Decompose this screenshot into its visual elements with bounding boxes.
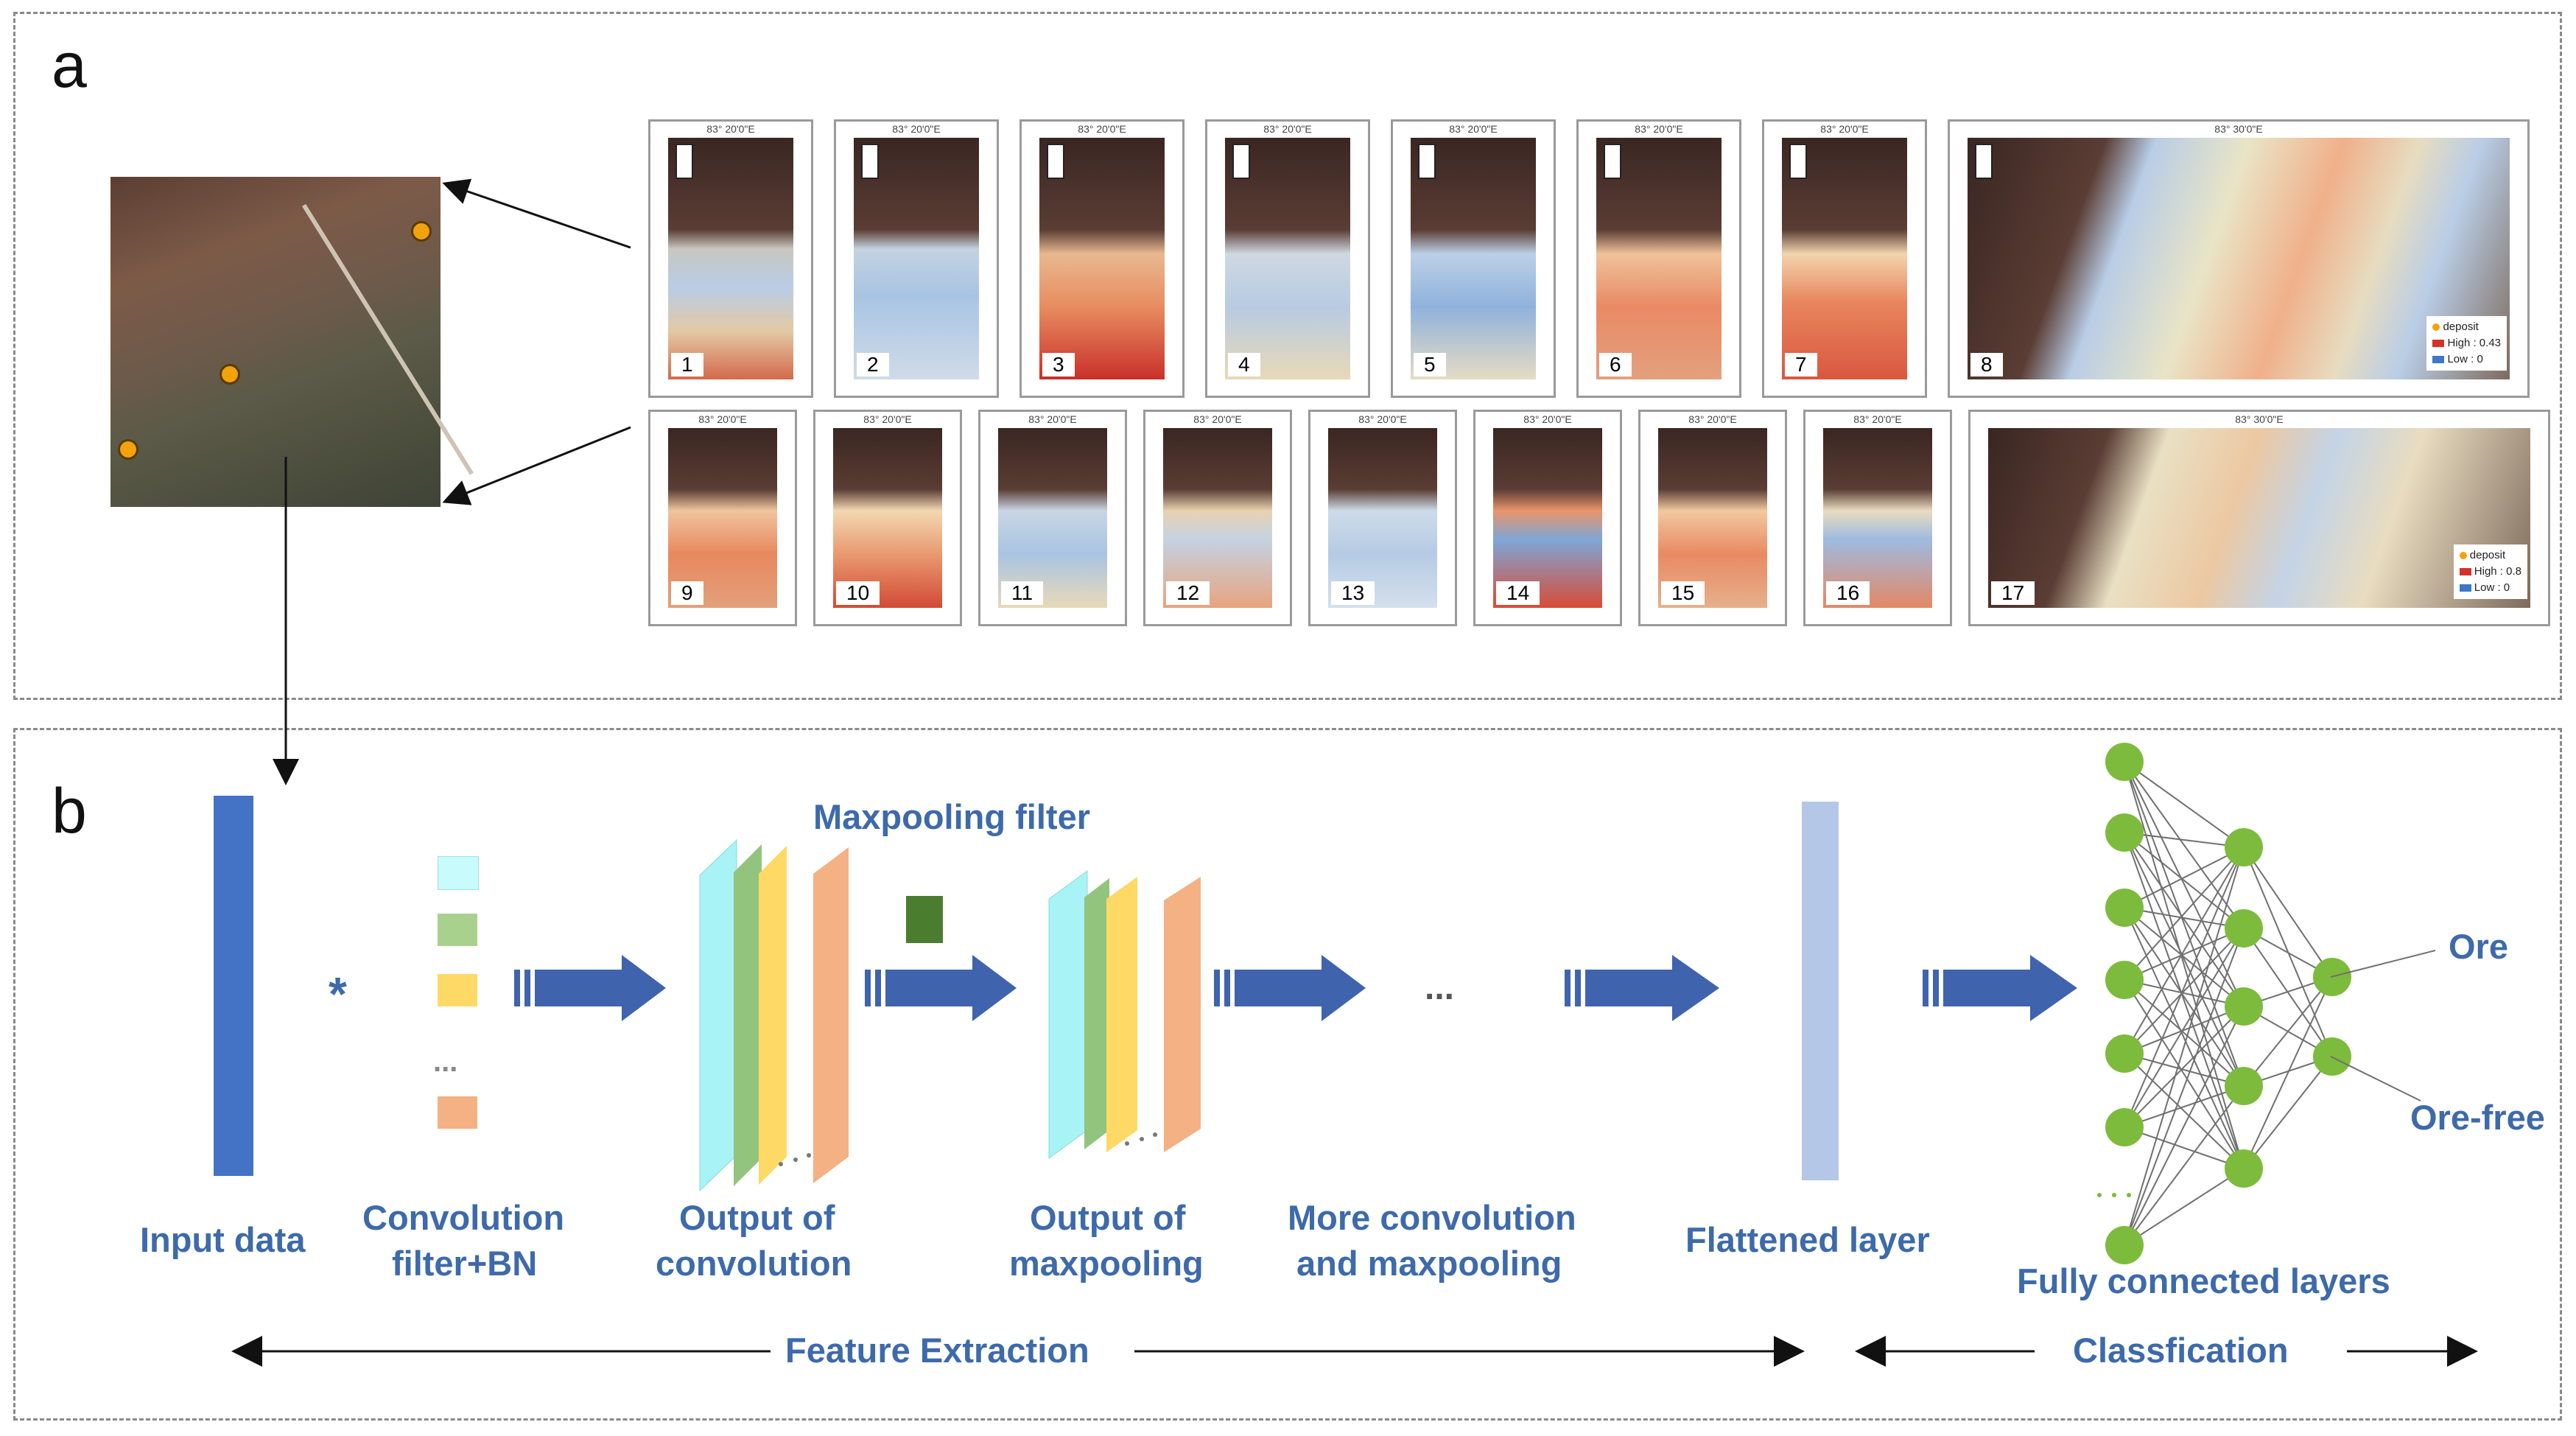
north-arrow-icon — [1232, 144, 1250, 179]
map-14: 83° 20'0"E 14 — [1473, 410, 1622, 626]
conv-layer-cyan — [699, 838, 737, 1192]
maxpooling-filter-label: Maxpooling filter — [813, 797, 1090, 836]
output-conv-label-1: Output of — [679, 1198, 835, 1237]
map-image — [1163, 428, 1272, 608]
map-9: 83° 20'0"E 9 — [648, 410, 797, 626]
map-3: 83° 20'0"E 3 — [1019, 119, 1185, 398]
fc-neuron-node — [2225, 987, 2263, 1026]
output-pool-label-2: maxpooling — [1009, 1244, 1204, 1283]
fully-connected-label: Fully connected layers — [2017, 1261, 2390, 1300]
pool-layer-yellow — [1106, 877, 1137, 1152]
filter-square-cyan — [438, 856, 479, 890]
fc-neuron-node — [2105, 1226, 2144, 1264]
fc-neuron-node — [2105, 961, 2144, 999]
north-arrow-icon — [675, 144, 693, 179]
map-1: 83° 20'0"E 1 — [648, 119, 813, 398]
pool-layer-cyan — [1048, 870, 1088, 1159]
map-image — [1968, 138, 2510, 379]
filter-ellipsis: ... — [433, 1046, 458, 1078]
map-legend: deposit High : 0.43 Low : 0 — [2426, 316, 2507, 371]
feature-extraction-label: Feature Extraction — [785, 1331, 1089, 1370]
fc-neuron-node — [2225, 1067, 2263, 1105]
map-image — [1658, 428, 1767, 608]
fc-neuron-node — [2105, 1108, 2144, 1146]
conv-layer-green — [734, 844, 762, 1186]
flattened-layer-label: Flattened layer — [1685, 1220, 1930, 1259]
flattened-layer-bar — [1802, 802, 1839, 1180]
maxpooling-filter-square — [906, 896, 943, 943]
filter-square-green — [438, 914, 477, 946]
panel-b-letter: b — [52, 776, 87, 847]
north-arrow-icon — [1047, 144, 1064, 179]
map-4: 83° 20'0"E 4 — [1205, 119, 1370, 398]
deposit-marker — [220, 364, 240, 385]
conv-filter-label-1: Convolution — [362, 1198, 565, 1237]
map-7: 83° 20'0"E 7 — [1762, 119, 1927, 398]
output-pool-label-1: Output of — [1030, 1198, 1186, 1237]
more-conv-label-2: and maxpooling — [1296, 1244, 1562, 1283]
conv-layer-orange — [813, 847, 849, 1183]
panel-b-frame — [13, 728, 2562, 1421]
north-arrow-icon — [1418, 144, 1436, 179]
ore-output-label: Ore — [2449, 927, 2508, 966]
conv-layer-yellow — [759, 846, 787, 1185]
ore-free-output-label: Ore-free — [2410, 1098, 2545, 1137]
fc-neuron-node — [2225, 909, 2263, 948]
map-6: 83° 20'0"E 6 — [1576, 119, 1741, 398]
north-arrow-icon — [861, 144, 879, 179]
map-15: 83° 20'0"E 15 — [1638, 410, 1787, 626]
map-8: 83° 30'0"E deposit High : 0.43 Low : 0 8 — [1948, 119, 2530, 398]
pool-layer-green — [1084, 878, 1109, 1149]
block-arrow — [514, 955, 666, 1021]
map-13: 83° 20'0"E 13 — [1308, 410, 1457, 626]
panel-a-letter: a — [52, 30, 87, 101]
input-data-label: Input data — [140, 1220, 306, 1259]
fc-neuron-node — [2105, 813, 2144, 852]
output-conv-label-2: convolution — [656, 1244, 852, 1283]
map-12: 83° 20'0"E 12 — [1143, 410, 1292, 626]
map-image — [998, 428, 1107, 608]
more-conv-ellipsis: ... — [1425, 968, 1455, 1007]
north-arrow-icon — [1975, 144, 1993, 179]
map-5: 83° 20'0"E 5 — [1391, 119, 1556, 398]
pool-layer-orange — [1164, 877, 1201, 1152]
map-10: 83° 20'0"E 10 — [813, 410, 962, 626]
more-conv-label-1: More convolution — [1288, 1198, 1576, 1237]
filter-square-yellow — [438, 974, 477, 1006]
deposit-marker — [118, 439, 138, 460]
convolution-operator: * — [329, 967, 347, 1020]
map-legend: deposit High : 0.8 Low : 0 — [2453, 544, 2527, 599]
map-image — [1988, 428, 2530, 608]
north-arrow-icon — [1789, 144, 1807, 179]
map-16: 83° 20'0"E 16 — [1803, 410, 1952, 626]
north-arrow-icon — [1604, 144, 1621, 179]
map-17: 83° 30'0"E deposit High : 0.8 Low : 0 17 — [1968, 410, 2550, 626]
map-2: 83° 20'0"E 2 — [834, 119, 999, 398]
fc-neuron-node — [2105, 1034, 2144, 1073]
conv-filter-label-2: filter+BN — [392, 1244, 538, 1283]
map-image — [833, 428, 942, 608]
deposit-marker — [411, 221, 432, 242]
satellite-image — [110, 177, 474, 507]
fc-neuron-node — [2105, 889, 2144, 927]
panel-a-frame — [13, 12, 2562, 700]
map-11: 83° 20'0"E 11 — [978, 410, 1127, 626]
fc-neuron-node — [2225, 828, 2263, 866]
classification-label: Classfication — [2073, 1331, 2289, 1370]
map-image — [1328, 428, 1437, 608]
filter-square-orange — [438, 1096, 477, 1129]
input-data-bar — [214, 796, 253, 1176]
map-image — [1493, 428, 1602, 608]
map-image — [1823, 428, 1932, 608]
fc-neuron-node — [2105, 743, 2144, 781]
map-image — [668, 428, 777, 608]
fc-neuron-node — [2225, 1149, 2263, 1188]
